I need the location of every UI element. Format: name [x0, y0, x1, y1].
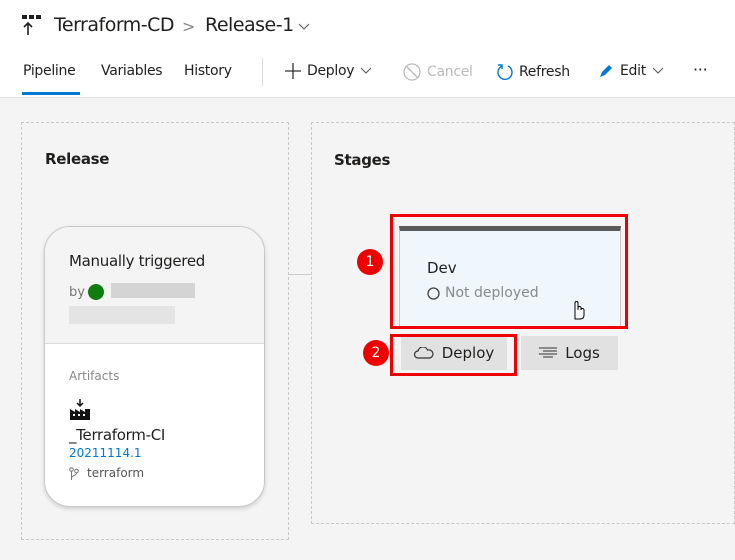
artifact-version-link[interactable]: 20211114.1 [69, 446, 142, 460]
build-artifact-icon [70, 399, 90, 420]
deploy-button-label: Deploy [441, 344, 495, 362]
release-card[interactable]: Manually triggered by Artifacts _Terrafo… [44, 226, 265, 507]
pencil-icon [600, 65, 612, 77]
stages-heading: Stages [334, 151, 391, 169]
logs-button-label: Logs [565, 344, 600, 362]
artifacts-label: Artifacts [69, 369, 120, 383]
chevron-down-icon [652, 67, 664, 74]
step-marker-1: 1 [357, 249, 383, 275]
chevron-down-icon [360, 67, 372, 74]
artifact-name: _Terraform-CI [69, 426, 165, 444]
edit-menu-button[interactable]: Edit [598, 63, 664, 79]
divider [262, 58, 263, 86]
by-label: by [69, 285, 85, 300]
release-name: Release-1 [205, 14, 294, 36]
more-options-button[interactable]: ··· [693, 60, 708, 79]
release-pipeline-icon [22, 15, 41, 35]
pipeline-name-link[interactable]: Terraform-CD [54, 14, 175, 36]
release-heading: Release [45, 150, 110, 168]
breadcrumb-separator: > [182, 17, 195, 36]
stage-status-text: Not deployed [445, 285, 539, 301]
logs-icon [539, 347, 558, 358]
cancel-icon [403, 63, 421, 81]
stage-name: Dev [427, 259, 457, 277]
deploy-label: Deploy [307, 63, 355, 79]
edit-label: Edit [620, 63, 646, 79]
cloud-icon [413, 347, 434, 359]
cancel-label: Cancel [427, 64, 473, 80]
hand-cursor-icon [574, 301, 585, 320]
branch-name: terraform [87, 466, 145, 480]
tab-pipeline[interactable]: Pipeline [23, 63, 76, 79]
active-tab-indicator [22, 92, 80, 95]
plus-icon [285, 63, 301, 79]
chevron-down-icon[interactable] [298, 23, 310, 31]
highlight-box-stage [390, 214, 628, 329]
header: Terraform-CD > Release-1 Pipeline Variab… [0, 0, 735, 98]
tab-variables[interactable]: Variables [101, 63, 163, 79]
not-deployed-icon [427, 286, 440, 300]
step-marker-2: 2 [363, 340, 389, 366]
tab-history[interactable]: History [184, 63, 232, 79]
trigger-section: Manually triggered by [45, 227, 264, 344]
trigger-text: Manually triggered [69, 252, 205, 270]
branch-icon [69, 467, 79, 480]
avatar [88, 284, 104, 300]
release-panel: Release [21, 122, 289, 540]
stage-deploy-button[interactable]: Deploy [401, 336, 507, 370]
deploy-menu-button[interactable]: Deploy [285, 63, 372, 79]
redacted-user-detail [69, 306, 175, 324]
stage-status: Not deployed [427, 285, 539, 301]
stage-logs-button[interactable]: Logs [521, 336, 618, 370]
cancel-button[interactable]: Cancel [403, 63, 473, 81]
refresh-icon [497, 64, 513, 81]
refresh-button[interactable]: Refresh [497, 63, 570, 81]
connector-line [289, 274, 311, 275]
highlight-box-deploy [390, 334, 517, 376]
refresh-label: Refresh [519, 64, 570, 80]
redacted-user-name [111, 283, 195, 298]
